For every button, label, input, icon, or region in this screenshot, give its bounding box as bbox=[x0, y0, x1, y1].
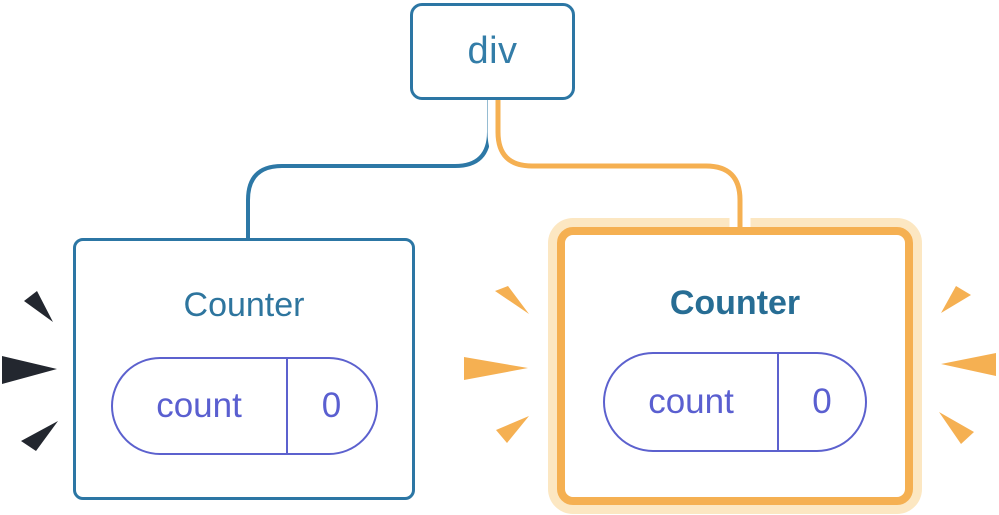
dark-burst-icon bbox=[2, 291, 58, 451]
spark-icon bbox=[941, 286, 971, 313]
orange-burst-left-icon bbox=[464, 286, 529, 443]
spark-icon bbox=[496, 416, 529, 443]
state-key-label: count bbox=[605, 354, 779, 450]
node-div-label: div bbox=[467, 30, 518, 72]
tree-node-counter-left: Counter count 0 bbox=[73, 238, 415, 500]
spark-icon bbox=[2, 356, 57, 384]
counter-left-state-pill: count 0 bbox=[110, 357, 378, 455]
edge-div-to-left-counter bbox=[246, 100, 491, 239]
edge-highlight-casing bbox=[487, 100, 751, 227]
counter-left-title: Counter bbox=[183, 286, 305, 324]
tree-node-counter-right-highlighted: Counter count 0 bbox=[557, 227, 913, 505]
spark-icon bbox=[941, 353, 996, 376]
spark-icon bbox=[21, 421, 58, 451]
state-value: 0 bbox=[321, 386, 342, 425]
counter-right-state-pill: count 0 bbox=[603, 352, 867, 452]
state-value: 0 bbox=[812, 382, 832, 421]
state-key-label: count bbox=[113, 359, 288, 453]
counter-right-title: Counter bbox=[669, 284, 801, 322]
orange-burst-right-icon bbox=[939, 286, 996, 444]
edge-div-to-right-counter bbox=[495, 100, 743, 227]
spark-icon bbox=[939, 412, 974, 444]
tree-node-div: div bbox=[410, 3, 575, 100]
spark-icon bbox=[464, 357, 528, 380]
spark-icon bbox=[24, 291, 53, 322]
spark-icon bbox=[495, 286, 529, 314]
